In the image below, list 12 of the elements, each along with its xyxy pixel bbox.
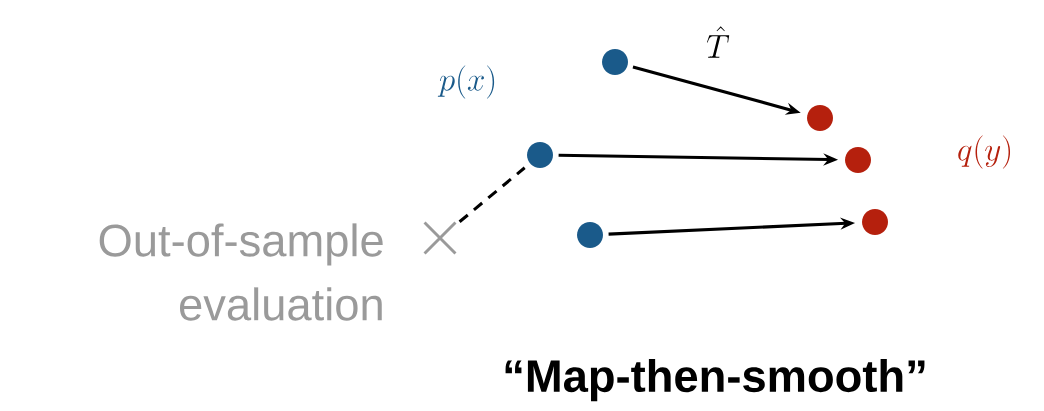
dot	[602, 49, 628, 75]
cross-mark	[423, 221, 457, 255]
distribution-label: $p(x)$	[437, 65, 495, 99]
dot	[807, 105, 833, 131]
distribution-label: $q(y)$	[958, 135, 1011, 169]
dot	[527, 142, 553, 168]
edge-label: $\hat{T}$	[707, 26, 730, 58]
dot	[862, 209, 888, 235]
dot	[577, 222, 603, 248]
caption: “Map-then-smooth”	[505, 358, 925, 402]
dot	[845, 147, 871, 173]
side-text: Out-of-sample evaluation	[99, 223, 383, 321]
